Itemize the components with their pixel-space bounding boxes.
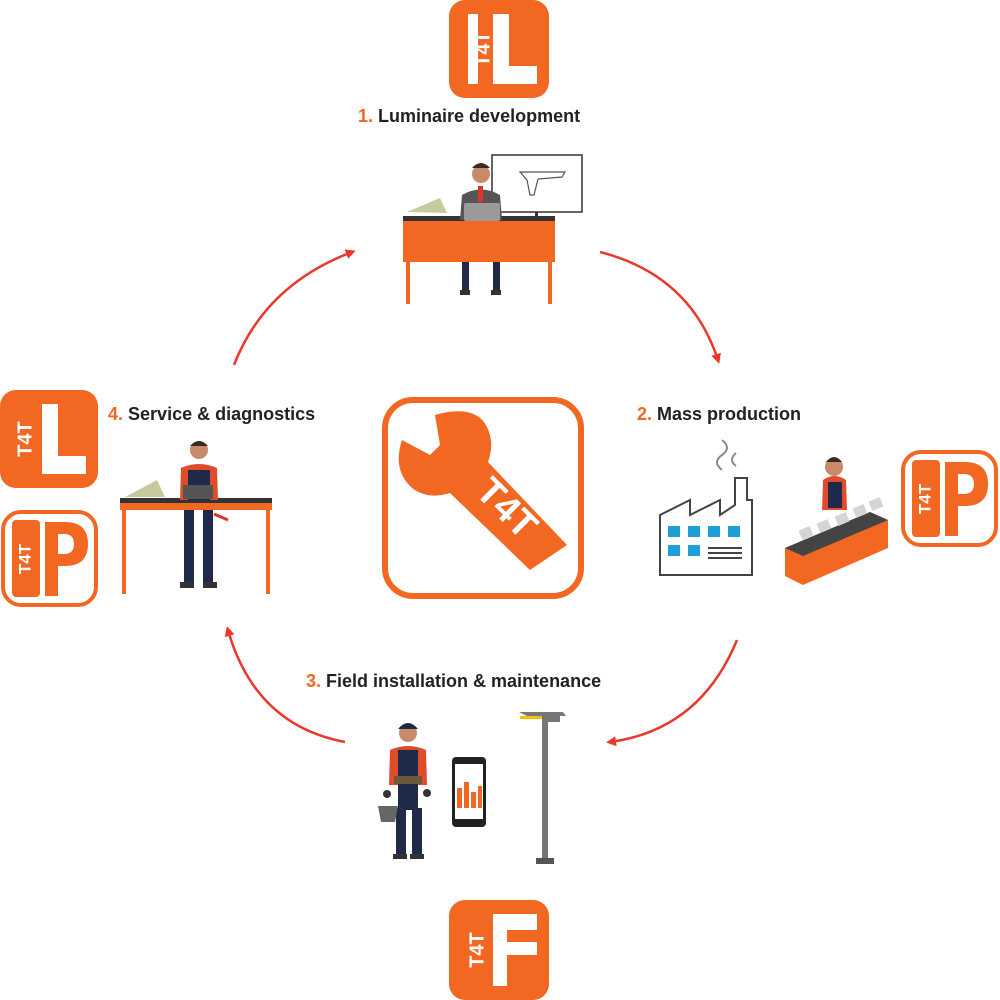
production-line-illustration xyxy=(785,457,888,585)
badge-left-upper-text: T4T xyxy=(14,421,36,457)
step-3-label: 3. Field installation & maintenance xyxy=(306,671,601,692)
step-1-text: Luminaire development xyxy=(378,106,581,126)
badge-right-text: T4T xyxy=(915,483,934,514)
badge-left-lower-text: T4T xyxy=(15,543,34,574)
step-2-text: Mass production xyxy=(657,404,802,424)
step-2-label: 2. Mass production xyxy=(637,404,801,425)
arrow-1-to-2 xyxy=(599,250,721,364)
service-workbench-illustration xyxy=(120,441,272,594)
smartphone-icon xyxy=(452,757,486,827)
factory-illustration xyxy=(659,439,753,576)
badge-left-lower-p: T4T xyxy=(1,510,98,607)
step-3-text: Field installation & maintenance xyxy=(326,671,602,691)
badge-top-text: T4T xyxy=(472,31,494,67)
badge-bottom-f: T4T xyxy=(449,900,549,1000)
arrow-3-to-4 xyxy=(224,626,346,744)
step-1-label: 1. Luminaire development xyxy=(358,106,580,127)
badge-right-p: T4T xyxy=(901,450,998,547)
step-1-number: 1. xyxy=(358,106,374,126)
badge-bottom-text: T4T xyxy=(466,932,488,968)
step-4-text: Service & diagnostics xyxy=(128,404,316,424)
arrow-4-to-1 xyxy=(232,249,356,366)
step-2-number: 2. xyxy=(637,404,653,424)
designer-at-desk-illustration xyxy=(403,154,583,304)
step-4-number: 4. xyxy=(108,404,124,424)
badge-left-upper-l: T4T xyxy=(0,390,98,488)
step-3-number: 3. xyxy=(306,671,322,691)
arrow-2-to-3 xyxy=(606,639,739,747)
badge-top-l: T4T xyxy=(449,0,549,98)
street-lamp-icon xyxy=(519,712,566,864)
step-4-label: 4. Service & diagnostics xyxy=(108,404,315,425)
center-logo: T4T xyxy=(382,397,584,599)
technician-illustration xyxy=(378,723,431,859)
